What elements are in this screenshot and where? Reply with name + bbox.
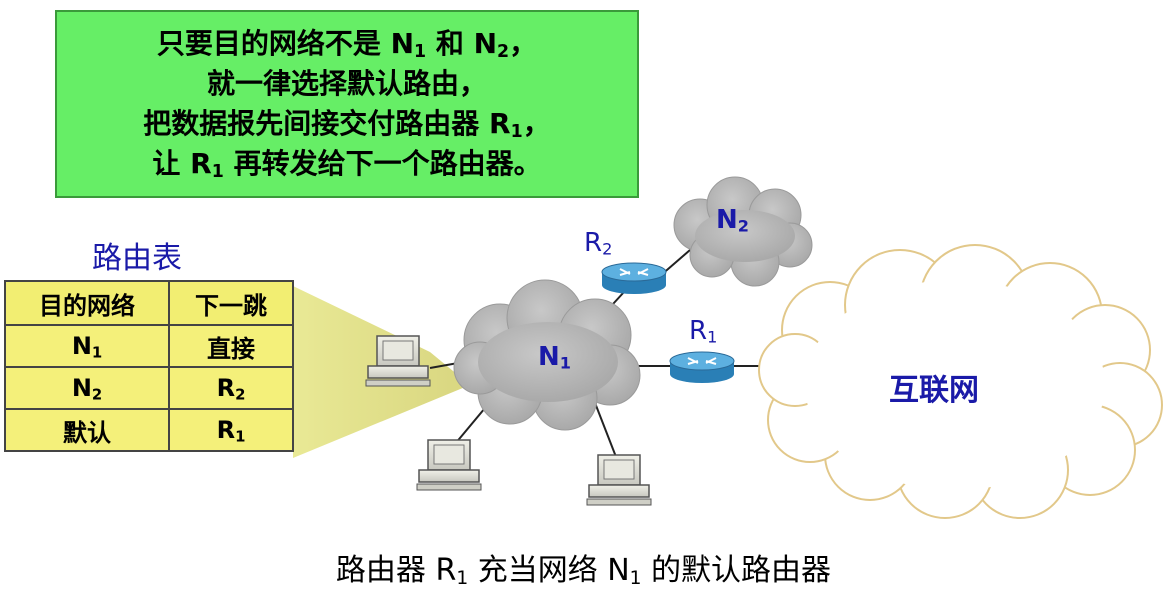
row-next-hop: R2 [168, 366, 294, 410]
table-row: N2 R2 [3, 366, 294, 410]
table-header-row: 目的网络 下一跳 [3, 280, 294, 326]
n1-label: N1 [538, 342, 571, 373]
table-row: N1 直接 [3, 324, 294, 368]
n2-cloud-icon [673, 176, 813, 287]
row-next-hop: 直接 [168, 324, 294, 368]
header-next-hop: 下一跳 [168, 280, 294, 326]
computer-host3-icon [586, 454, 652, 506]
internet-cloud-icon [758, 244, 1163, 519]
routing-table: 目的网络 下一跳 N1 直接 N2 R2 默认 R1 [3, 280, 294, 452]
computer-host2-icon [416, 439, 482, 491]
callout-line-4: 让 R1 再转发给下一个路由器。 [152, 147, 542, 182]
internet-label: 互联网 [889, 373, 979, 408]
callout-line-3: 把数据报先间接交付路由器 R1， [143, 107, 551, 142]
router-r1-icon [669, 351, 735, 383]
r2-label: R2 [584, 228, 613, 259]
r1-label: R1 [689, 316, 718, 347]
row-destination: N2 [3, 366, 171, 410]
callout-line-1: 只要目的网络不是 N1 和 N2， [156, 27, 538, 62]
router-r2-icon [601, 262, 667, 294]
table-row: 默认 R1 [3, 408, 294, 452]
row-destination: N1 [3, 324, 171, 368]
figure-caption: 路由器 R1 充当网络 N1 的默认路由器 [335, 553, 832, 590]
default-route-callout: 只要目的网络不是 N1 和 N2， 就一律选择默认路由， 把数据报先间接交付路由… [55, 10, 639, 198]
row-next-hop: R1 [168, 408, 294, 452]
row-destination: 默认 [3, 408, 171, 452]
n2-label: N2 [716, 205, 749, 236]
routing-table-title: 路由表 [92, 241, 182, 276]
header-destination: 目的网络 [3, 280, 171, 326]
n1-cloud-icon [453, 279, 641, 431]
computer-host1-icon [365, 335, 431, 387]
callout-line-2: 就一律选择默认路由， [206, 67, 487, 100]
